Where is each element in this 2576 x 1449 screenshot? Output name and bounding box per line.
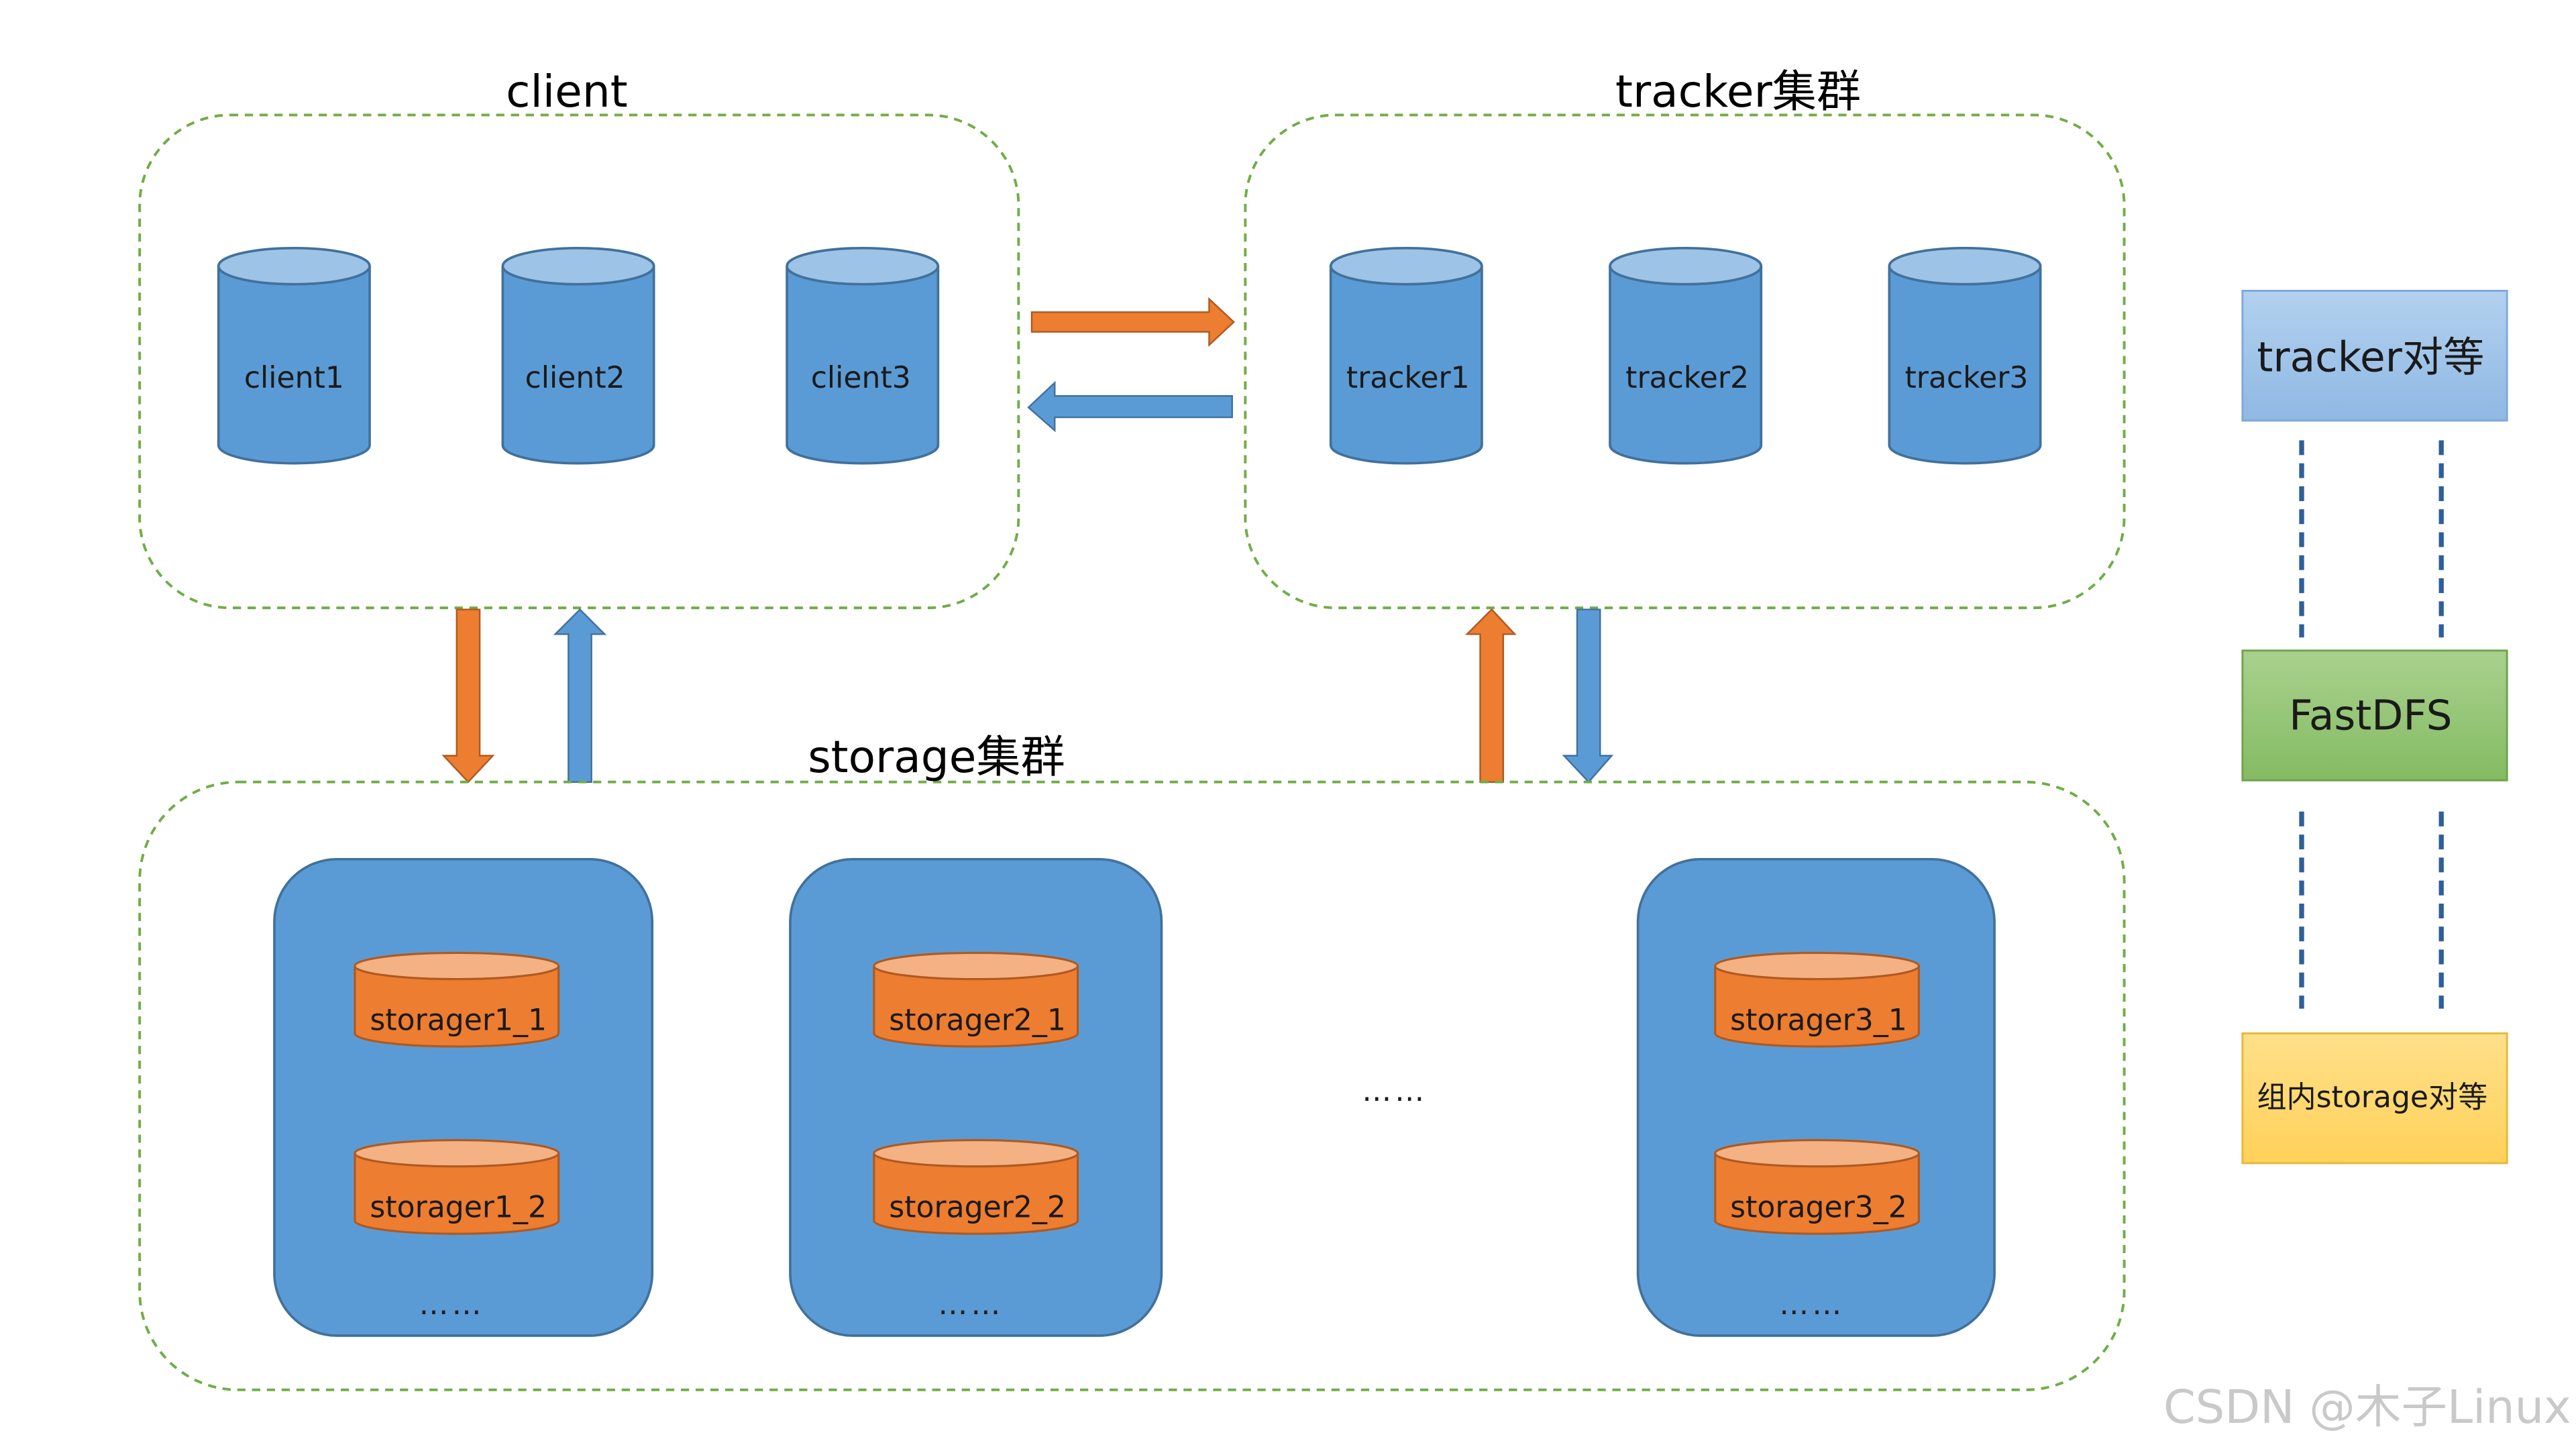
storage-box-1: storager1_1 storager1_2 ……	[273, 857, 654, 1337]
storager1-1-cylinder[interactable]: storager1_1	[354, 951, 560, 1048]
client-group-border	[138, 113, 1020, 610]
storager2-1-cylinder[interactable]: storager2_1	[873, 951, 1079, 1048]
tracker-group: tracker集群 tracker1 tracker2 tracker3	[1244, 66, 2126, 610]
legend-column: tracker对等 FastDFS 组内storage对等	[2241, 290, 2508, 1165]
client-group-title: client	[506, 66, 628, 117]
storager2-1-label: storager2_1	[889, 1004, 1066, 1038]
arrow-storage-to-tracker	[1464, 608, 1517, 783]
legend-tracker-peer-label: tracker对等	[2257, 333, 2484, 381]
legend-storage-peer-box[interactable]: 组内storage对等	[2241, 1032, 2508, 1165]
client2-label: client2	[525, 361, 625, 395]
storager3-1-label: storager3_1	[1730, 1004, 1907, 1038]
storage-group: storage集群 storager1_1 storager1_2 …… sto	[138, 731, 2126, 1391]
tracker-group-border	[1244, 113, 2126, 610]
arrow-client-to-storage	[441, 608, 495, 784]
tracker-group-title: tracker集群	[1615, 66, 1861, 117]
storager1-2-cylinder[interactable]: storager1_2	[354, 1139, 560, 1235]
legend-fastdfs-box[interactable]: FastDFS	[2241, 649, 2508, 782]
client2-cylinder[interactable]: client2	[501, 246, 655, 465]
storager2-2-label: storager2_2	[889, 1191, 1066, 1225]
tracker3-label: tracker3	[1904, 361, 2028, 395]
client1-label: client1	[244, 361, 344, 395]
client1-cylinder[interactable]: client1	[217, 246, 371, 465]
tracker1-cylinder[interactable]: tracker1	[1329, 246, 1483, 465]
storage-box-2: storager2_1 storager2_2 ……	[789, 857, 1163, 1337]
storage-box-2-ellipsis: ……	[938, 1287, 1004, 1322]
storager1-1-label: storager1_1	[370, 1004, 547, 1038]
storage-box-3-ellipsis: ……	[1779, 1287, 1845, 1322]
arrow-tracker-to-client	[1027, 380, 1233, 433]
storager3-2-label: storager3_2	[1730, 1191, 1907, 1225]
storage-between-ellipsis: ……	[1362, 1074, 1428, 1108]
tracker1-label: tracker1	[1346, 361, 1470, 395]
storager1-2-label: storager1_2	[370, 1191, 547, 1225]
storage-group-border	[138, 780, 2126, 1391]
storager3-2-cylinder[interactable]: storager3_2	[1714, 1139, 1921, 1235]
storager3-1-cylinder[interactable]: storager3_1	[1714, 951, 1921, 1048]
csdn-watermark: CSDN @木子Linux	[2163, 1381, 2571, 1434]
legend-tracker-peer-box[interactable]: tracker对等	[2241, 290, 2508, 422]
arrow-client-to-tracker	[1030, 297, 1235, 347]
client-group: client client1 client2 client3	[138, 66, 1020, 610]
client3-label: client3	[811, 361, 911, 395]
tracker2-cylinder[interactable]: tracker2	[1609, 246, 1763, 465]
arrow-storage-to-client	[553, 608, 607, 783]
legend-fastdfs-label: FastDFS	[2289, 692, 2452, 739]
arrow-tracker-to-storage	[1562, 608, 1614, 784]
tracker2-label: tracker2	[1625, 361, 1749, 395]
tracker3-cylinder[interactable]: tracker3	[1888, 246, 2042, 465]
storager2-2-cylinder[interactable]: storager2_2	[873, 1139, 1079, 1235]
legend-connector-bottom	[2299, 811, 2444, 1009]
client3-cylinder[interactable]: client3	[786, 246, 940, 465]
legend-storage-peer-label: 组内storage对等	[2257, 1081, 2487, 1115]
legend-connector-top	[2299, 440, 2444, 638]
storage-box-1-ellipsis: ……	[419, 1287, 484, 1322]
storage-group-title: storage集群	[808, 731, 1065, 783]
storage-box-3: storager3_1 storager3_2 ……	[1636, 857, 1996, 1337]
